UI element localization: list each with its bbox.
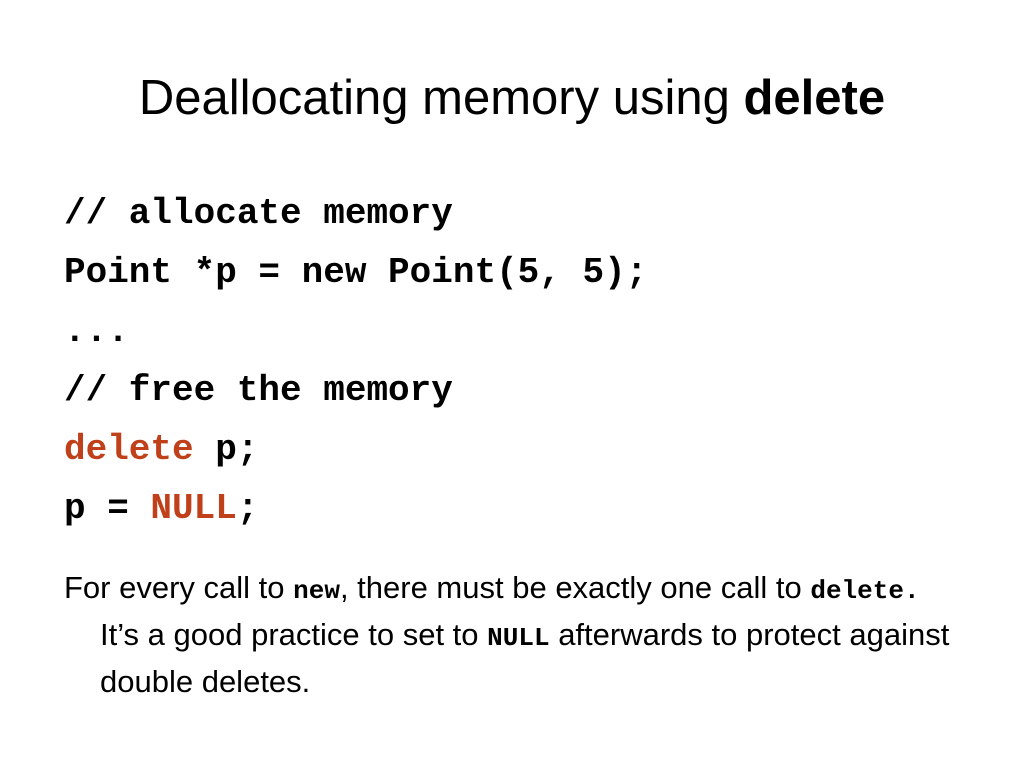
para-text-1: For every call to bbox=[64, 570, 294, 605]
title-prefix: Deallocating memory using bbox=[138, 71, 744, 125]
para-code-delete: delete. bbox=[810, 576, 920, 606]
delete-keyword: delete bbox=[64, 429, 194, 470]
null-keyword: NULL bbox=[150, 488, 237, 529]
slide-title: Deallocating memory using delete bbox=[0, 68, 1024, 128]
code-line-6-suffix: ; bbox=[236, 488, 259, 529]
code-line-6: p = NULL; bbox=[64, 479, 647, 538]
para-text-2: , there must be exactly one call to bbox=[339, 570, 811, 605]
para-code-new: new bbox=[293, 576, 340, 606]
code-line-5: delete p; bbox=[64, 420, 647, 479]
code-line-6-prefix: p = bbox=[64, 488, 151, 529]
para-text-4: afterwards to protect against double del… bbox=[100, 617, 950, 699]
code-block: // allocate memory Point *p = new Point(… bbox=[64, 184, 647, 538]
code-line-3: ... bbox=[64, 311, 129, 352]
para-text-3: It’s a good practice to set to bbox=[100, 617, 488, 652]
code-line-2: Point *p = new Point(5, 5); bbox=[64, 252, 648, 293]
title-keyword: delete bbox=[743, 71, 886, 125]
code-line-4: // free the memory bbox=[64, 370, 453, 411]
code-line-5-rest: p; bbox=[193, 429, 259, 470]
explanation-paragraph: For every call to new, there must be exa… bbox=[64, 566, 964, 704]
para-code-null: NULL bbox=[487, 623, 550, 653]
code-line-1: // allocate memory bbox=[64, 193, 453, 234]
